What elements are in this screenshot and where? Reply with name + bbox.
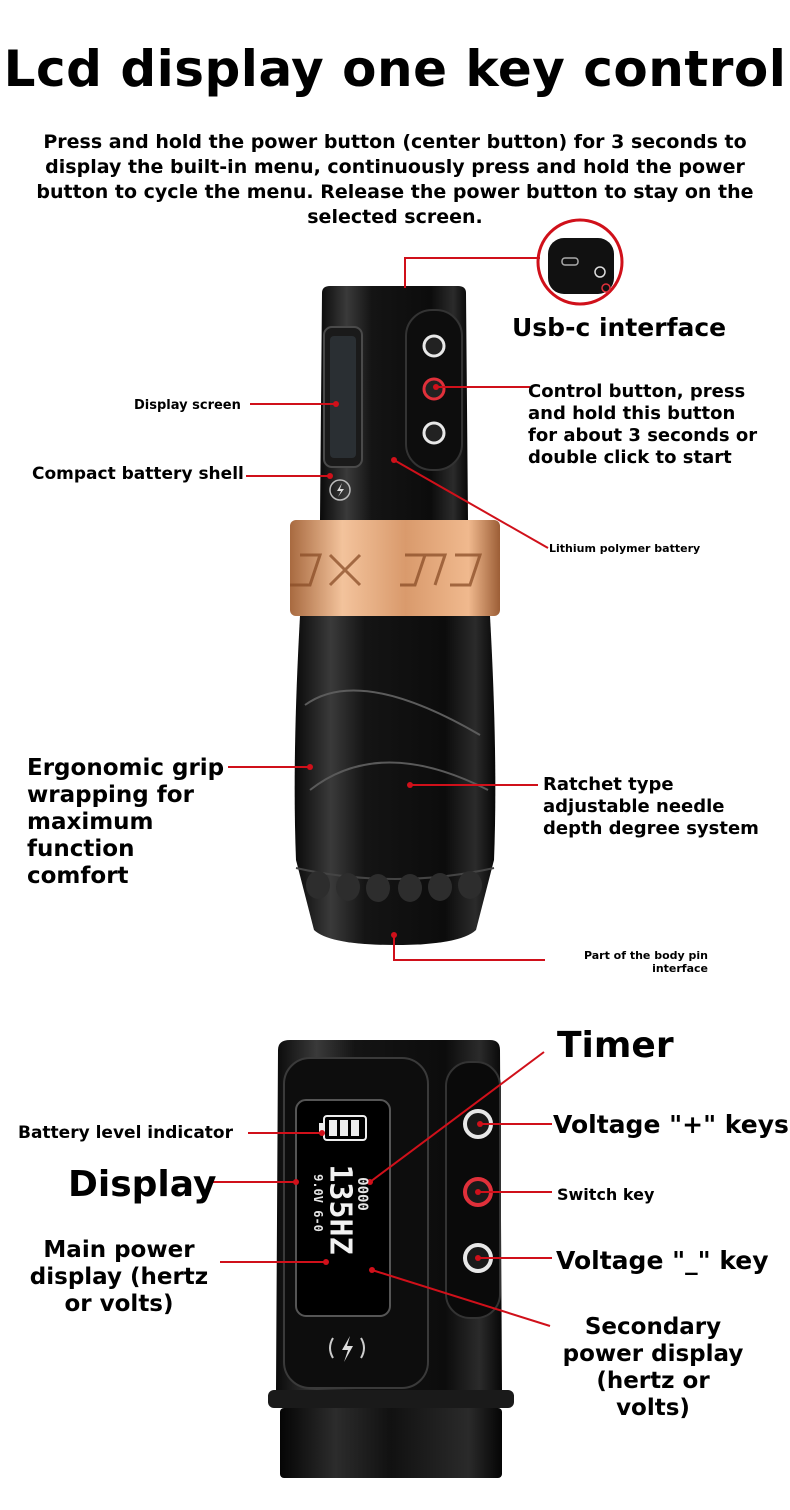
secondary-power-label: Secondary power display (hertz or volts) xyxy=(562,1314,744,1421)
lcd-readout: 135HZ 0000 9.0V 6-0 xyxy=(296,1100,390,1316)
control-button-label: Control button, press and hold this butt… xyxy=(528,381,758,468)
grip-contour-2 xyxy=(309,761,489,791)
usb-c-label: Usb-c interface xyxy=(512,313,727,342)
lcd-main-value: 135HZ xyxy=(322,1164,358,1255)
timer-label: Timer xyxy=(557,1025,674,1066)
tattoo-pen xyxy=(290,218,624,945)
ring-engraving xyxy=(290,553,483,587)
page-subtitle: Press and hold the power button (center … xyxy=(36,131,754,228)
voltage-minus-label: Voltage "_" key xyxy=(556,1246,769,1275)
battery-indicator-label: Battery level indicator xyxy=(18,1123,233,1143)
lcd-timer-value: 0000 xyxy=(354,1177,370,1211)
page-title: Lcd display one key control xyxy=(3,40,787,98)
closeup-wireless-charge-icon xyxy=(329,1336,365,1362)
display-screen-glass xyxy=(330,336,356,458)
pen-leader-dots xyxy=(307,384,439,938)
grip-body xyxy=(294,616,496,945)
voltage-plus-label: Voltage "+" keys xyxy=(553,1110,789,1139)
grip-contour-1 xyxy=(304,689,481,736)
display-label: Display xyxy=(68,1164,217,1205)
grip-ring xyxy=(290,520,500,616)
usb-c-inset-body xyxy=(548,238,614,294)
compact-battery-label: Compact battery shell xyxy=(32,464,244,484)
pen-leader-lines xyxy=(228,257,549,961)
closeup-cap-ring xyxy=(268,1390,514,1408)
voltage-plus-button[interactable] xyxy=(422,334,446,358)
lcd-secondary-value: 9.0V 6-0 xyxy=(311,1174,325,1232)
closeup-leader-dots xyxy=(293,1121,483,1273)
closeup-leader-lines xyxy=(212,1051,552,1327)
closeup-cap xyxy=(280,1408,502,1478)
wireless-charge-icon xyxy=(329,479,351,501)
grip-facets xyxy=(306,871,482,902)
voltage-minus-button[interactable] xyxy=(422,421,446,445)
usb-c-port xyxy=(561,257,579,266)
display-screen-label: Display screen xyxy=(134,398,241,413)
ratchet-label: Ratchet type adjustable needle depth deg… xyxy=(543,774,759,839)
battery-level-icon xyxy=(319,1115,367,1141)
lithium-battery-label: Lithium polymer battery xyxy=(549,542,701,555)
battery-closeup xyxy=(268,1040,514,1478)
switch-key-label: Switch key xyxy=(557,1185,655,1204)
ergonomic-grip-label: Ergonomic grip wrapping for maximum func… xyxy=(27,755,225,889)
body-pin-label: Part of the body pin interface xyxy=(583,949,708,975)
main-power-label: Main power display (hertz or volts) xyxy=(29,1237,209,1317)
